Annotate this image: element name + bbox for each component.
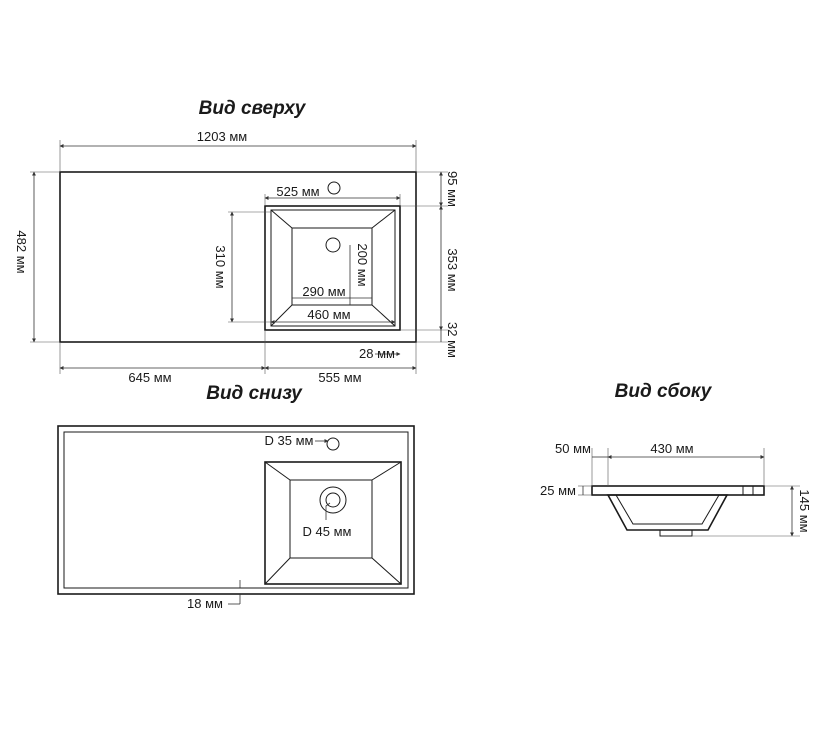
top-slab-outline [59, 171, 417, 343]
top-faucet-hole [327, 181, 341, 195]
top-view: Вид сверху 1203 мм 482 мм 525 мм [14, 98, 460, 385]
dim-offset-back: 95 мм [445, 171, 460, 207]
bowl-corner-line [270, 209, 293, 229]
dimension-leader [325, 502, 331, 520]
bottom-view-title: Вид снизу [206, 383, 303, 404]
bottom-slab-inner [63, 431, 409, 589]
dim-bowl-outer-depth: 353 мм [445, 248, 460, 291]
dim-right-span: 555 мм [318, 370, 361, 385]
dim-total-depth: 482 мм [14, 230, 29, 273]
top-bowl-rim [270, 209, 396, 327]
bottom-slab-outline [57, 425, 415, 595]
dim-faucet-hole: D 35 мм [265, 433, 314, 448]
bowl-corner-line [371, 557, 402, 585]
dim-total-height: 145 мм [797, 489, 812, 532]
side-view: Вид сбоку 50 мм 430 мм 25 мм 145 мм [540, 381, 812, 537]
dim-bowl-width: 430 мм [650, 441, 693, 456]
top-drain-hole [325, 237, 341, 253]
bottom-drain-outer [319, 486, 347, 514]
bottom-bowl-outer [264, 461, 402, 585]
bowl-corner-line [371, 461, 402, 481]
bottom-faucet-hole [326, 437, 340, 451]
bottom-bowl-inner [289, 479, 373, 559]
bowl-corner-line [264, 461, 291, 481]
dim-bowl-outer-width: 525 мм [276, 184, 319, 199]
bottom-view: Вид снизу D 35 мм D 45 мм 18 мм [57, 383, 415, 611]
dim-left-margin: 50 мм [555, 441, 591, 456]
side-view-title: Вид сбоку [615, 381, 713, 402]
dim-bowl-depth: 310 мм [213, 245, 228, 288]
dim-drain-offset: 200 мм [355, 243, 370, 286]
bowl-corner-line [264, 557, 291, 585]
dim-slab-thickness: 25 мм [540, 483, 576, 498]
top-bowl-inner [291, 227, 373, 306]
dim-left-span: 645 мм [128, 370, 171, 385]
bottom-drain-inner [325, 492, 341, 508]
dim-bowl-bottom-width: 460 мм [307, 307, 350, 322]
dim-offset-front: 32 мм [445, 322, 460, 358]
side-drain [659, 529, 693, 537]
bowl-corner-line [371, 209, 396, 229]
bowl-corner-line [371, 304, 396, 327]
dim-side-offset: 28 мм [359, 346, 395, 361]
side-overflow [742, 485, 754, 496]
dim-rim: 18 мм [187, 596, 223, 611]
dim-drain-hole: D 45 мм [303, 524, 352, 539]
top-bowl-outer [264, 205, 401, 331]
bowl-corner-line [270, 304, 293, 327]
side-slab [591, 485, 765, 496]
dim-total-width: 1203 мм [197, 129, 247, 144]
top-view-title: Вид сверху [199, 98, 307, 119]
dim-bowl-inner-width: 290 мм [302, 284, 345, 299]
side-basin-inner [615, 494, 720, 525]
